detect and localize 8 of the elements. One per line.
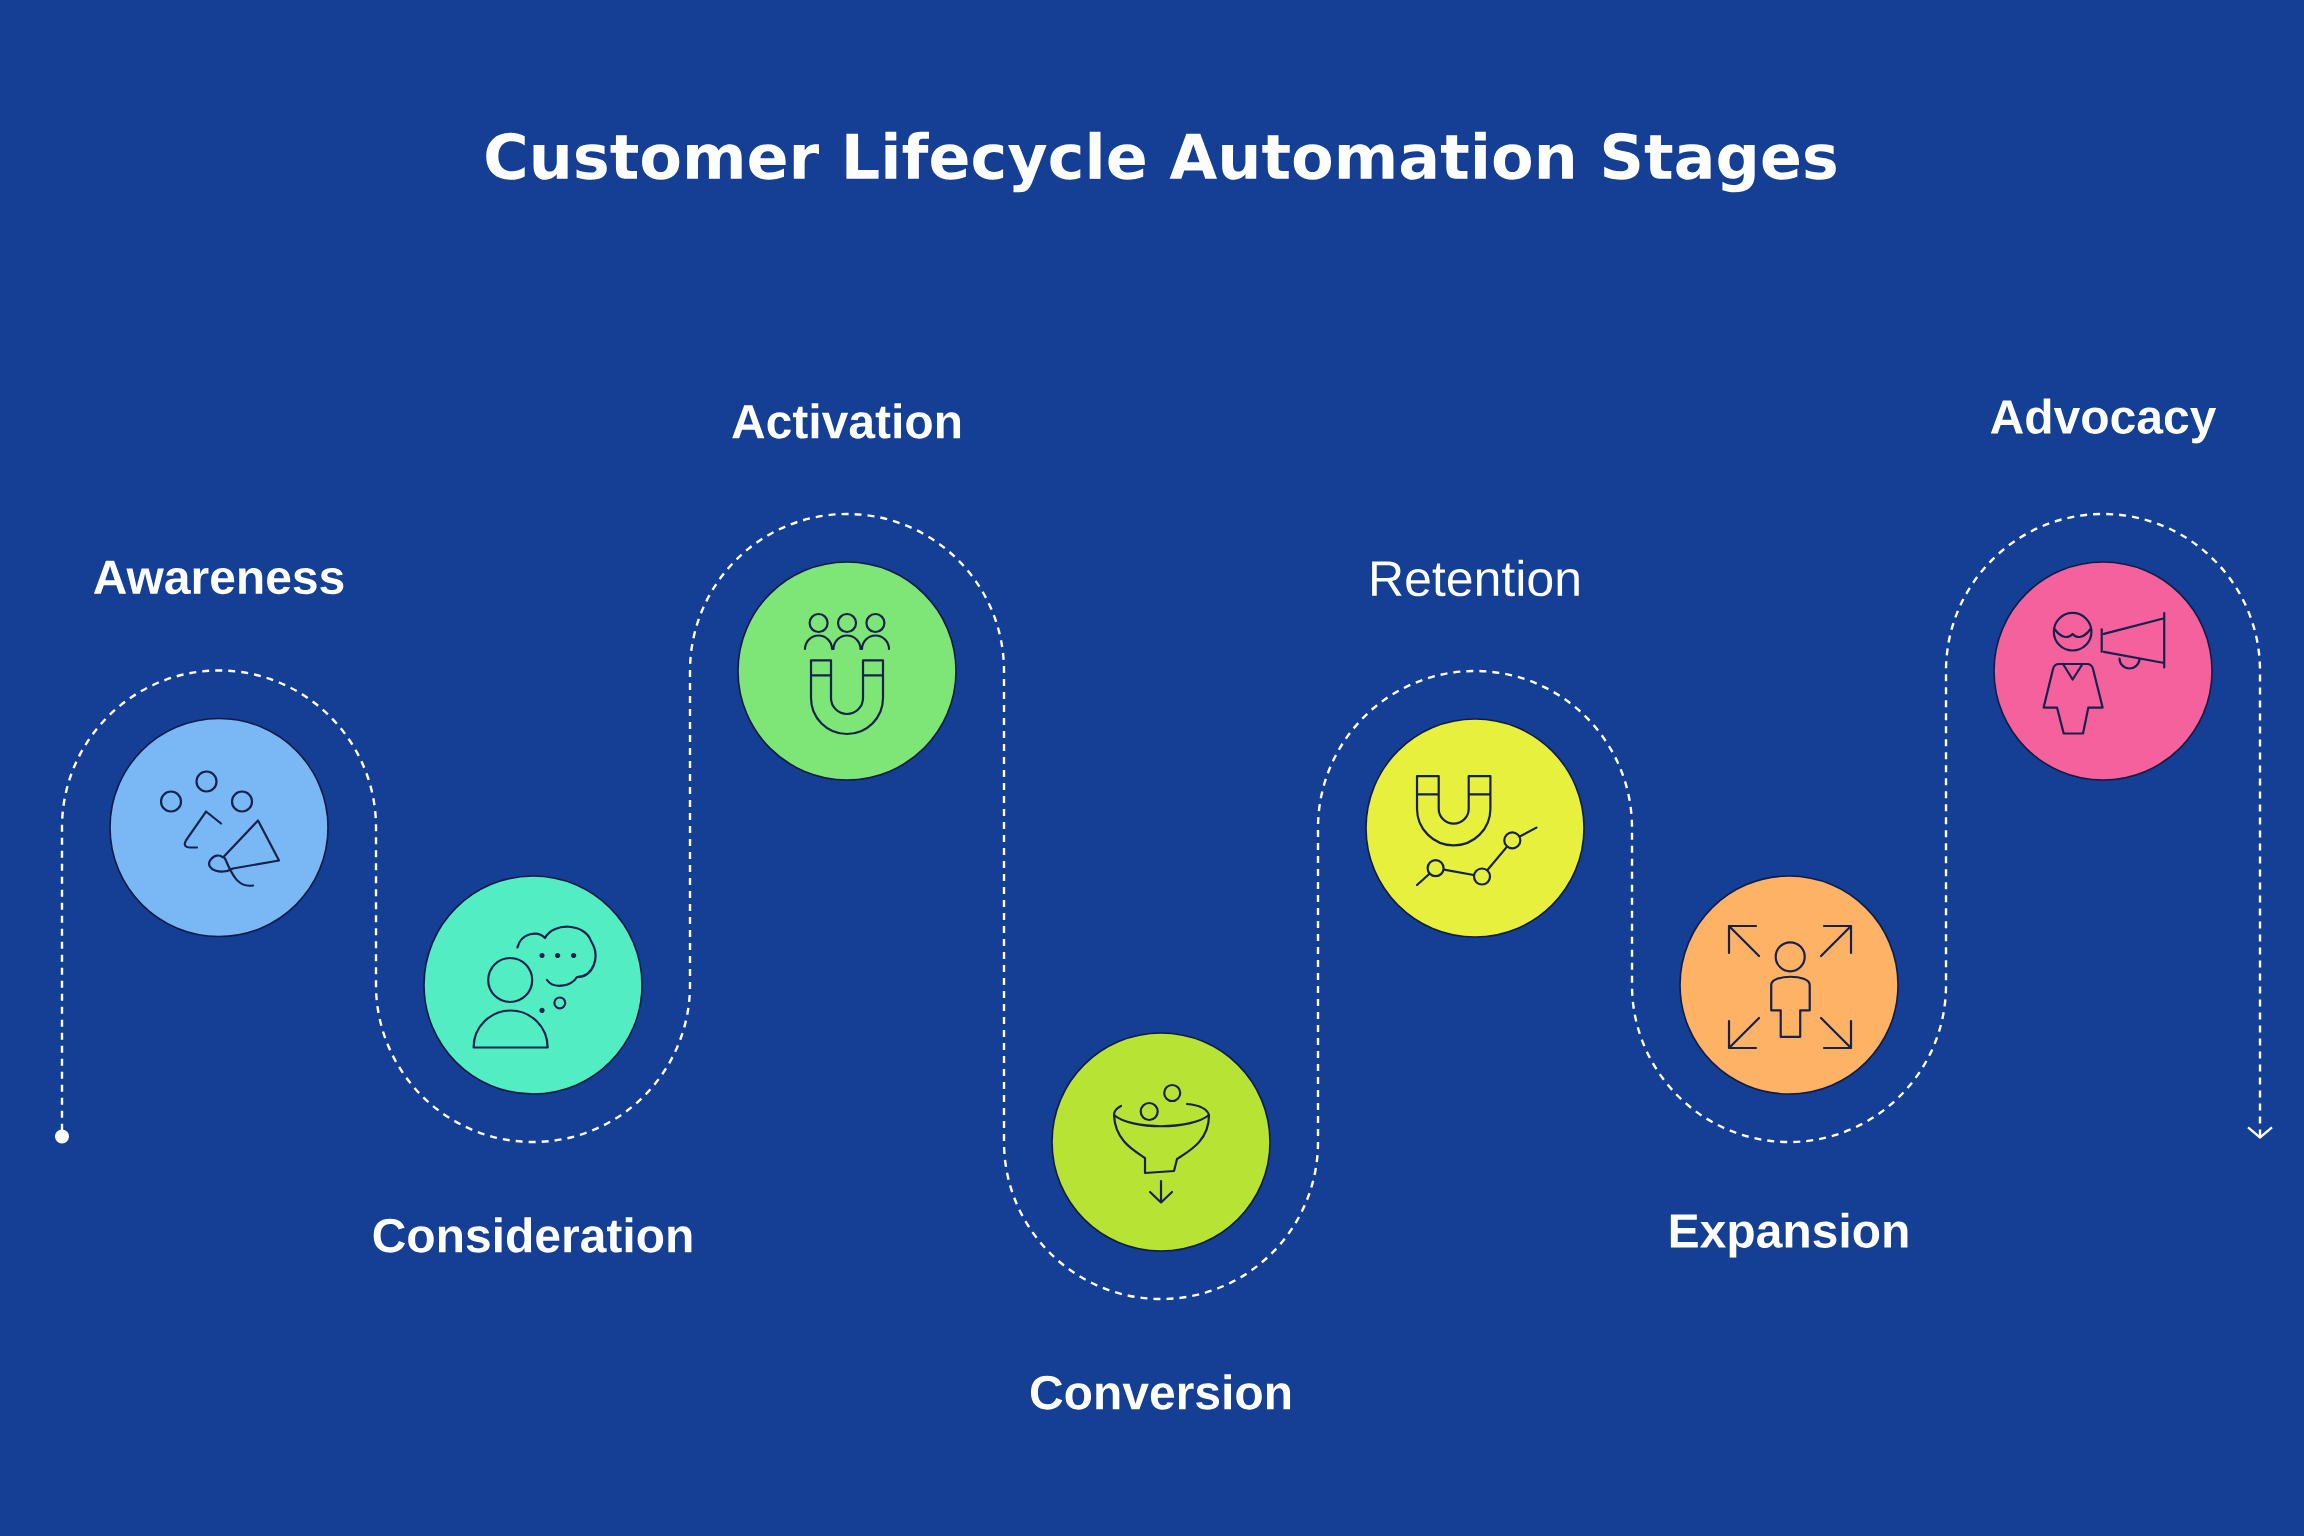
stage-label: Awareness — [93, 560, 344, 595]
stage-label: Activation — [732, 403, 961, 439]
title: Customer Lifecycle Automation Stages — [486, 131, 1836, 193]
stage-label: Conversion — [1030, 1374, 1291, 1410]
stage-label: Consideration — [373, 1217, 692, 1253]
stage-label: Advocacy — [1990, 398, 2217, 444]
stage-label: Expansion — [1670, 1212, 1908, 1258]
stage-label: Retention — [1372, 559, 1579, 597]
